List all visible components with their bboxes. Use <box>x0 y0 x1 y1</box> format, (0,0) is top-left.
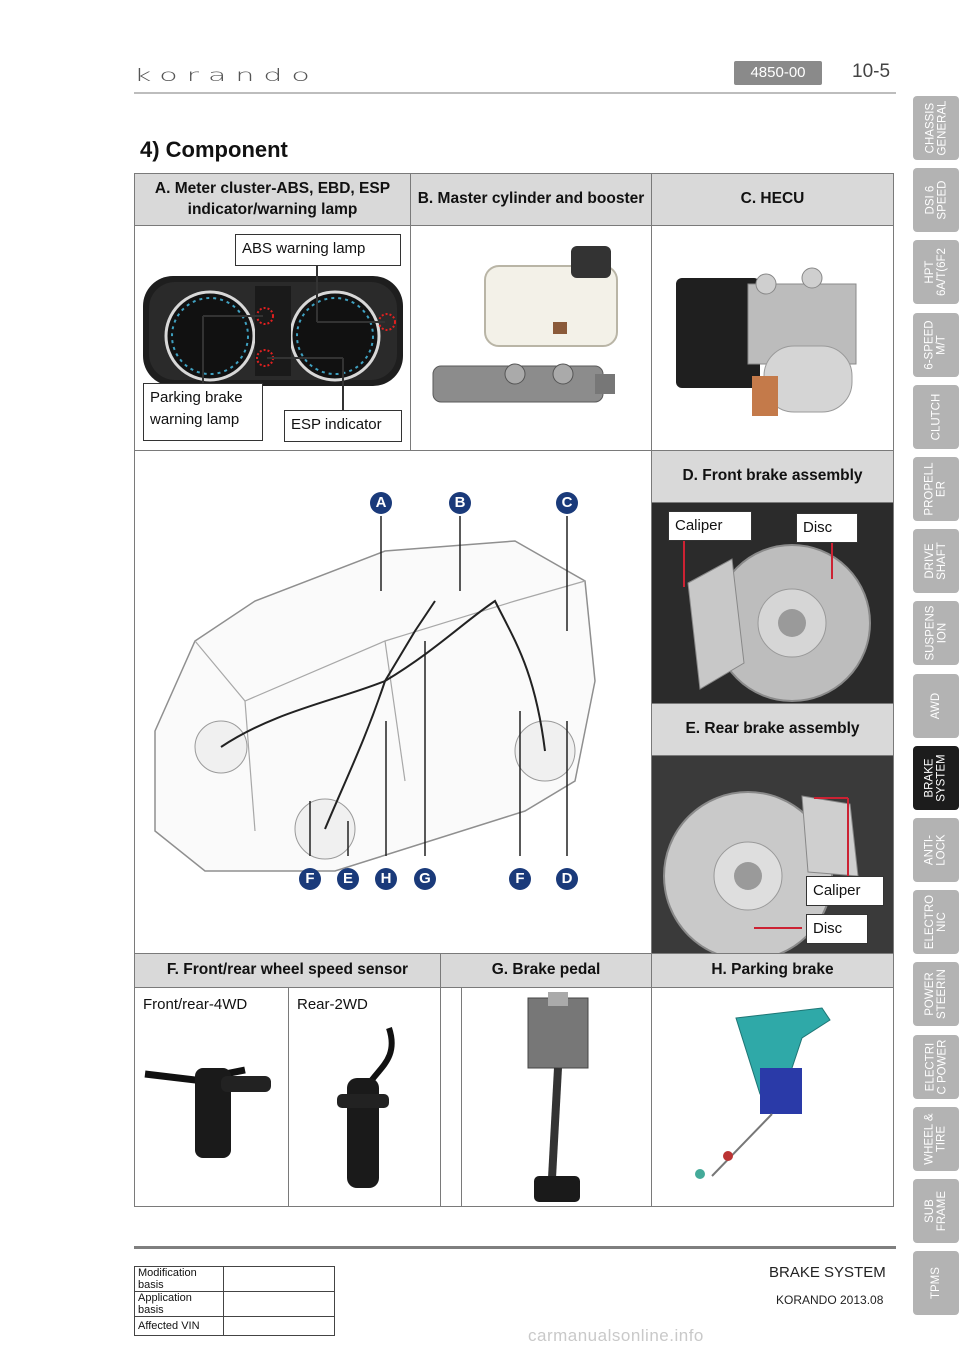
side-tab-anti-lock[interactable]: ANTI- LOCK <box>913 818 959 882</box>
side-tab-label: WHEEL & TIRE <box>923 1113 948 1165</box>
side-tab-electro-nic[interactable]: ELECTRO NIC <box>913 890 959 954</box>
diagram-label-c: C <box>556 492 578 514</box>
rear-caliper-callout: Caliper <box>806 876 884 906</box>
side-tab-6-speed-m-t[interactable]: 6-SPEED M/T <box>913 313 959 377</box>
parking-brake-cell <box>651 987 894 1207</box>
application-basis-value <box>223 1291 335 1317</box>
front-caliper-callout: Caliper <box>668 511 752 541</box>
affected-vin-label: Affected VIN <box>134 1316 224 1336</box>
master-cylinder-cell <box>410 225 652 451</box>
korando-logo: korando <box>134 66 319 86</box>
rear-brake-image <box>663 791 859 953</box>
meter-cluster-cell: ABS warning lamp Parking brake warning l… <box>134 225 411 451</box>
master-cylinder-image <box>432 246 618 403</box>
side-tab-clutch[interactable]: CLUTCH <box>913 385 959 449</box>
side-tab-electri-c-power[interactable]: ELECTRI C POWER <box>913 1035 959 1099</box>
side-tab-dsi-6-speed[interactable]: DSI 6 SPEED <box>913 168 959 232</box>
side-tab-propell-er[interactable]: PROPELL ER <box>913 457 959 521</box>
footer-divider <box>134 1246 896 1249</box>
vehicle-brake-diagram <box>154 516 596 872</box>
side-tab-label: AWD <box>929 692 942 720</box>
rear-disc-callout: Disc <box>806 914 868 944</box>
side-tab-drive-shaft[interactable]: DRIVE SHAFT <box>913 529 959 593</box>
side-tab-chassis-general[interactable]: CHASSIS GENERAL <box>913 96 959 160</box>
header-h: H. Parking brake <box>651 953 894 988</box>
side-tab-label: ELECTRO NIC <box>923 894 949 950</box>
side-tab-wheel-tire[interactable]: WHEEL & TIRE <box>913 1107 959 1171</box>
hecu-image <box>676 267 857 416</box>
front-disc-callout: Disc <box>796 513 858 543</box>
brake-pedal-image <box>527 992 589 1202</box>
header-c: C. HECU <box>651 173 894 226</box>
side-tab-label: BRAKE SYSTEM <box>923 754 949 802</box>
watermark: carmanualsonline.info <box>528 1326 704 1345</box>
parking-brake-image <box>695 1007 831 1179</box>
spacer-cell <box>440 987 462 1207</box>
section-code-badge: 4850-00 <box>734 61 822 85</box>
diagram-label-f-front: F <box>509 868 531 890</box>
header-b: B. Master cylinder and booster <box>410 173 652 226</box>
side-tab-label: 6-SPEED M/T <box>923 320 948 370</box>
side-tab-label: TPMS <box>929 1267 942 1299</box>
header-g: G. Brake pedal <box>440 953 652 988</box>
side-tab-hpt-6a-t-6f2[interactable]: HPT 6A/T(6F2 <box>913 240 959 304</box>
modification-basis-value <box>223 1266 335 1292</box>
brake-system-diagram-cell: A B C F E H G F D <box>134 450 652 954</box>
diagram-label-f: F <box>299 868 321 890</box>
sensor-4wd-cell: Front/rear-4WD <box>134 987 289 1207</box>
header-a: A. Meter cluster-ABS, EBD, ESP indicator… <box>134 173 411 226</box>
side-tab-label: ELECTRI C POWER <box>923 1039 949 1095</box>
rear-brake-cell: Caliper Disc <box>651 755 894 954</box>
side-tab-label: POWER STEERIN <box>923 969 948 1019</box>
modification-basis-label: Modification basis <box>134 1266 224 1292</box>
diagram-label-b: B <box>449 492 471 514</box>
diagram-label-g: G <box>414 868 436 890</box>
header-d: D. Front brake assembly <box>651 450 894 503</box>
side-tab-label: ANTI- LOCK <box>923 834 948 866</box>
section-title: 4) Component <box>140 137 288 162</box>
sensor-2wd-label: Rear-2WD <box>297 996 368 1013</box>
front-brake-image <box>683 539 871 702</box>
side-tab-label: DSI 6 SPEED <box>923 180 948 220</box>
diagram-label-h: H <box>375 868 397 890</box>
side-tab-awd[interactable]: AWD <box>913 674 959 738</box>
sensor-4wd-label: Front/rear-4WD <box>143 996 248 1013</box>
hecu-cell <box>651 225 894 451</box>
sensor-2wd-cell: Rear-2WD <box>288 987 441 1207</box>
header-e: E. Rear brake assembly <box>651 703 894 756</box>
affected-vin-value <box>223 1316 335 1336</box>
meter-cluster-image <box>143 264 403 412</box>
side-tab-label: SUSPENS ION <box>923 605 948 661</box>
brake-pedal-cell <box>461 987 652 1207</box>
header-divider <box>134 92 896 94</box>
diagram-label-e: E <box>337 868 359 890</box>
sensor-4wd-image <box>144 1066 271 1158</box>
diagram-label-a: A <box>370 492 392 514</box>
side-tab-tpms[interactable]: TPMS <box>913 1251 959 1315</box>
sensor-2wd-image <box>337 1027 395 1188</box>
side-tab-label: PROPELL ER <box>923 462 948 516</box>
side-tab-suspens-ion[interactable]: SUSPENS ION <box>913 601 959 665</box>
side-tab-label: SUB FRAME <box>923 1190 948 1232</box>
parking-brake-lamp-callout: Parking brake warning lamp <box>143 383 263 441</box>
footer-section-title: BRAKE SYSTEM <box>769 1264 886 1281</box>
abs-warning-lamp-callout: ABS warning lamp <box>235 234 401 266</box>
side-tab-sub-frame[interactable]: SUB FRAME <box>913 1179 959 1243</box>
side-tab-label: DRIVE SHAFT <box>923 542 948 580</box>
diagram-label-d: D <box>556 868 578 890</box>
modification-table: Modification basis Application basis Aff… <box>134 1266 335 1336</box>
footer-model-date: KORANDO 2013.08 <box>776 1293 884 1307</box>
side-tab-label: CLUTCH <box>929 393 942 441</box>
header-f: F. Front/rear wheel speed sensor <box>134 953 441 988</box>
side-tab-brake-system[interactable]: BRAKE SYSTEM <box>913 746 959 810</box>
side-tab-label: HPT 6A/T(6F2 <box>923 248 948 296</box>
side-tab-label: CHASSIS GENERAL <box>923 100 948 156</box>
page-number: 10-5 <box>852 61 891 82</box>
esp-indicator-callout: ESP indicator <box>284 410 402 442</box>
side-tab-power-steerin[interactable]: POWER STEERIN <box>913 962 959 1026</box>
application-basis-label: Application basis <box>134 1291 224 1317</box>
front-brake-cell: Caliper Disc <box>651 502 894 704</box>
